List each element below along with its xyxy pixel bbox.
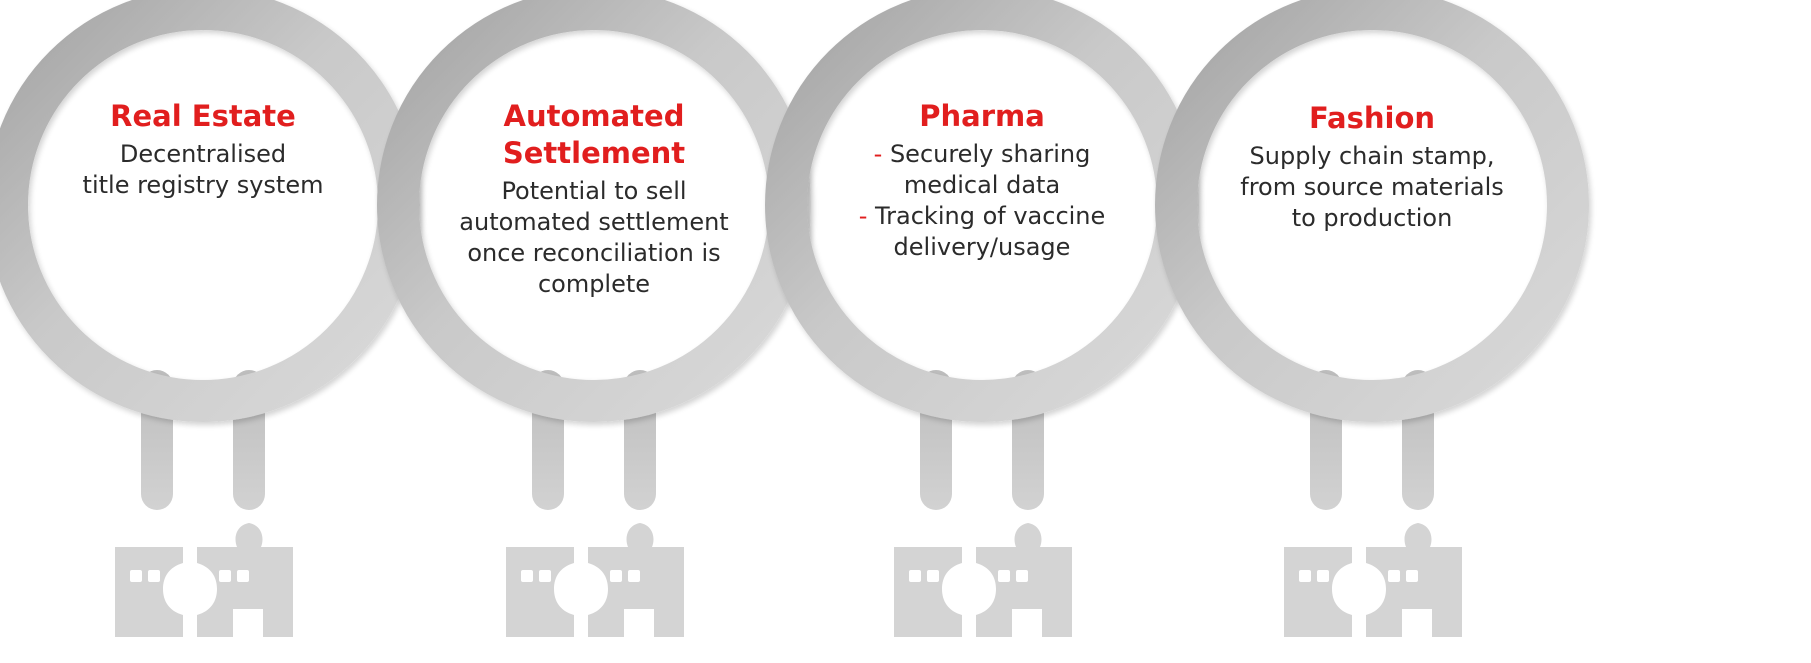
item-title: Pharma (847, 98, 1117, 135)
item-title: Automated Settlement (459, 98, 729, 172)
bullet-item: - Securely sharing medical data (847, 139, 1117, 201)
bullet-text-line: medical data (903, 171, 1061, 199)
item-fashion: Fashion Supply chain stamp, from source … (1237, 100, 1507, 234)
desc-line: from source materials (1240, 173, 1504, 201)
bullet-text-line: Securely sharing (889, 140, 1091, 168)
desc-line: Potential to sell (501, 177, 687, 205)
desc-line: Decentralised (119, 140, 287, 168)
desc-line: Supply chain stamp, (1249, 142, 1495, 170)
item-title-line: Fashion (1308, 101, 1436, 135)
item-title: Fashion (1237, 100, 1507, 137)
bullet-marker: - (858, 202, 868, 230)
item-pharma: Pharma - Securely sharing medical data -… (847, 98, 1117, 263)
item-real-estate: Real Estate Decentralised title registry… (68, 98, 338, 201)
desc-line: title registry system (82, 171, 324, 199)
bullet-item: - Tracking of vaccine delivery/usage (847, 201, 1117, 263)
item-automated-settlement: Automated Settlement Potential to sell a… (459, 98, 729, 300)
bullet-marker: - (873, 140, 883, 168)
item-description: Potential to sell automated settlement o… (459, 176, 729, 300)
bullet-text-line: Tracking of vaccine (875, 202, 1106, 230)
desc-line: complete (537, 270, 651, 298)
item-description: Decentralised title registry system (68, 139, 338, 201)
item-title-line: Automated (503, 99, 685, 133)
bullet-text-line: delivery/usage (893, 233, 1071, 261)
desc-line: once reconciliation is (467, 239, 721, 267)
item-title: Real Estate (68, 98, 338, 135)
item-title-line: Settlement (502, 136, 686, 170)
desc-line: to production (1291, 204, 1453, 232)
bullet-list: - Securely sharing medical data - Tracki… (847, 139, 1117, 263)
item-title-line: Real Estate (110, 99, 296, 133)
item-title-line: Pharma (919, 99, 1045, 133)
desc-line: automated settlement (459, 208, 729, 236)
item-description: Supply chain stamp, from source material… (1237, 141, 1507, 234)
